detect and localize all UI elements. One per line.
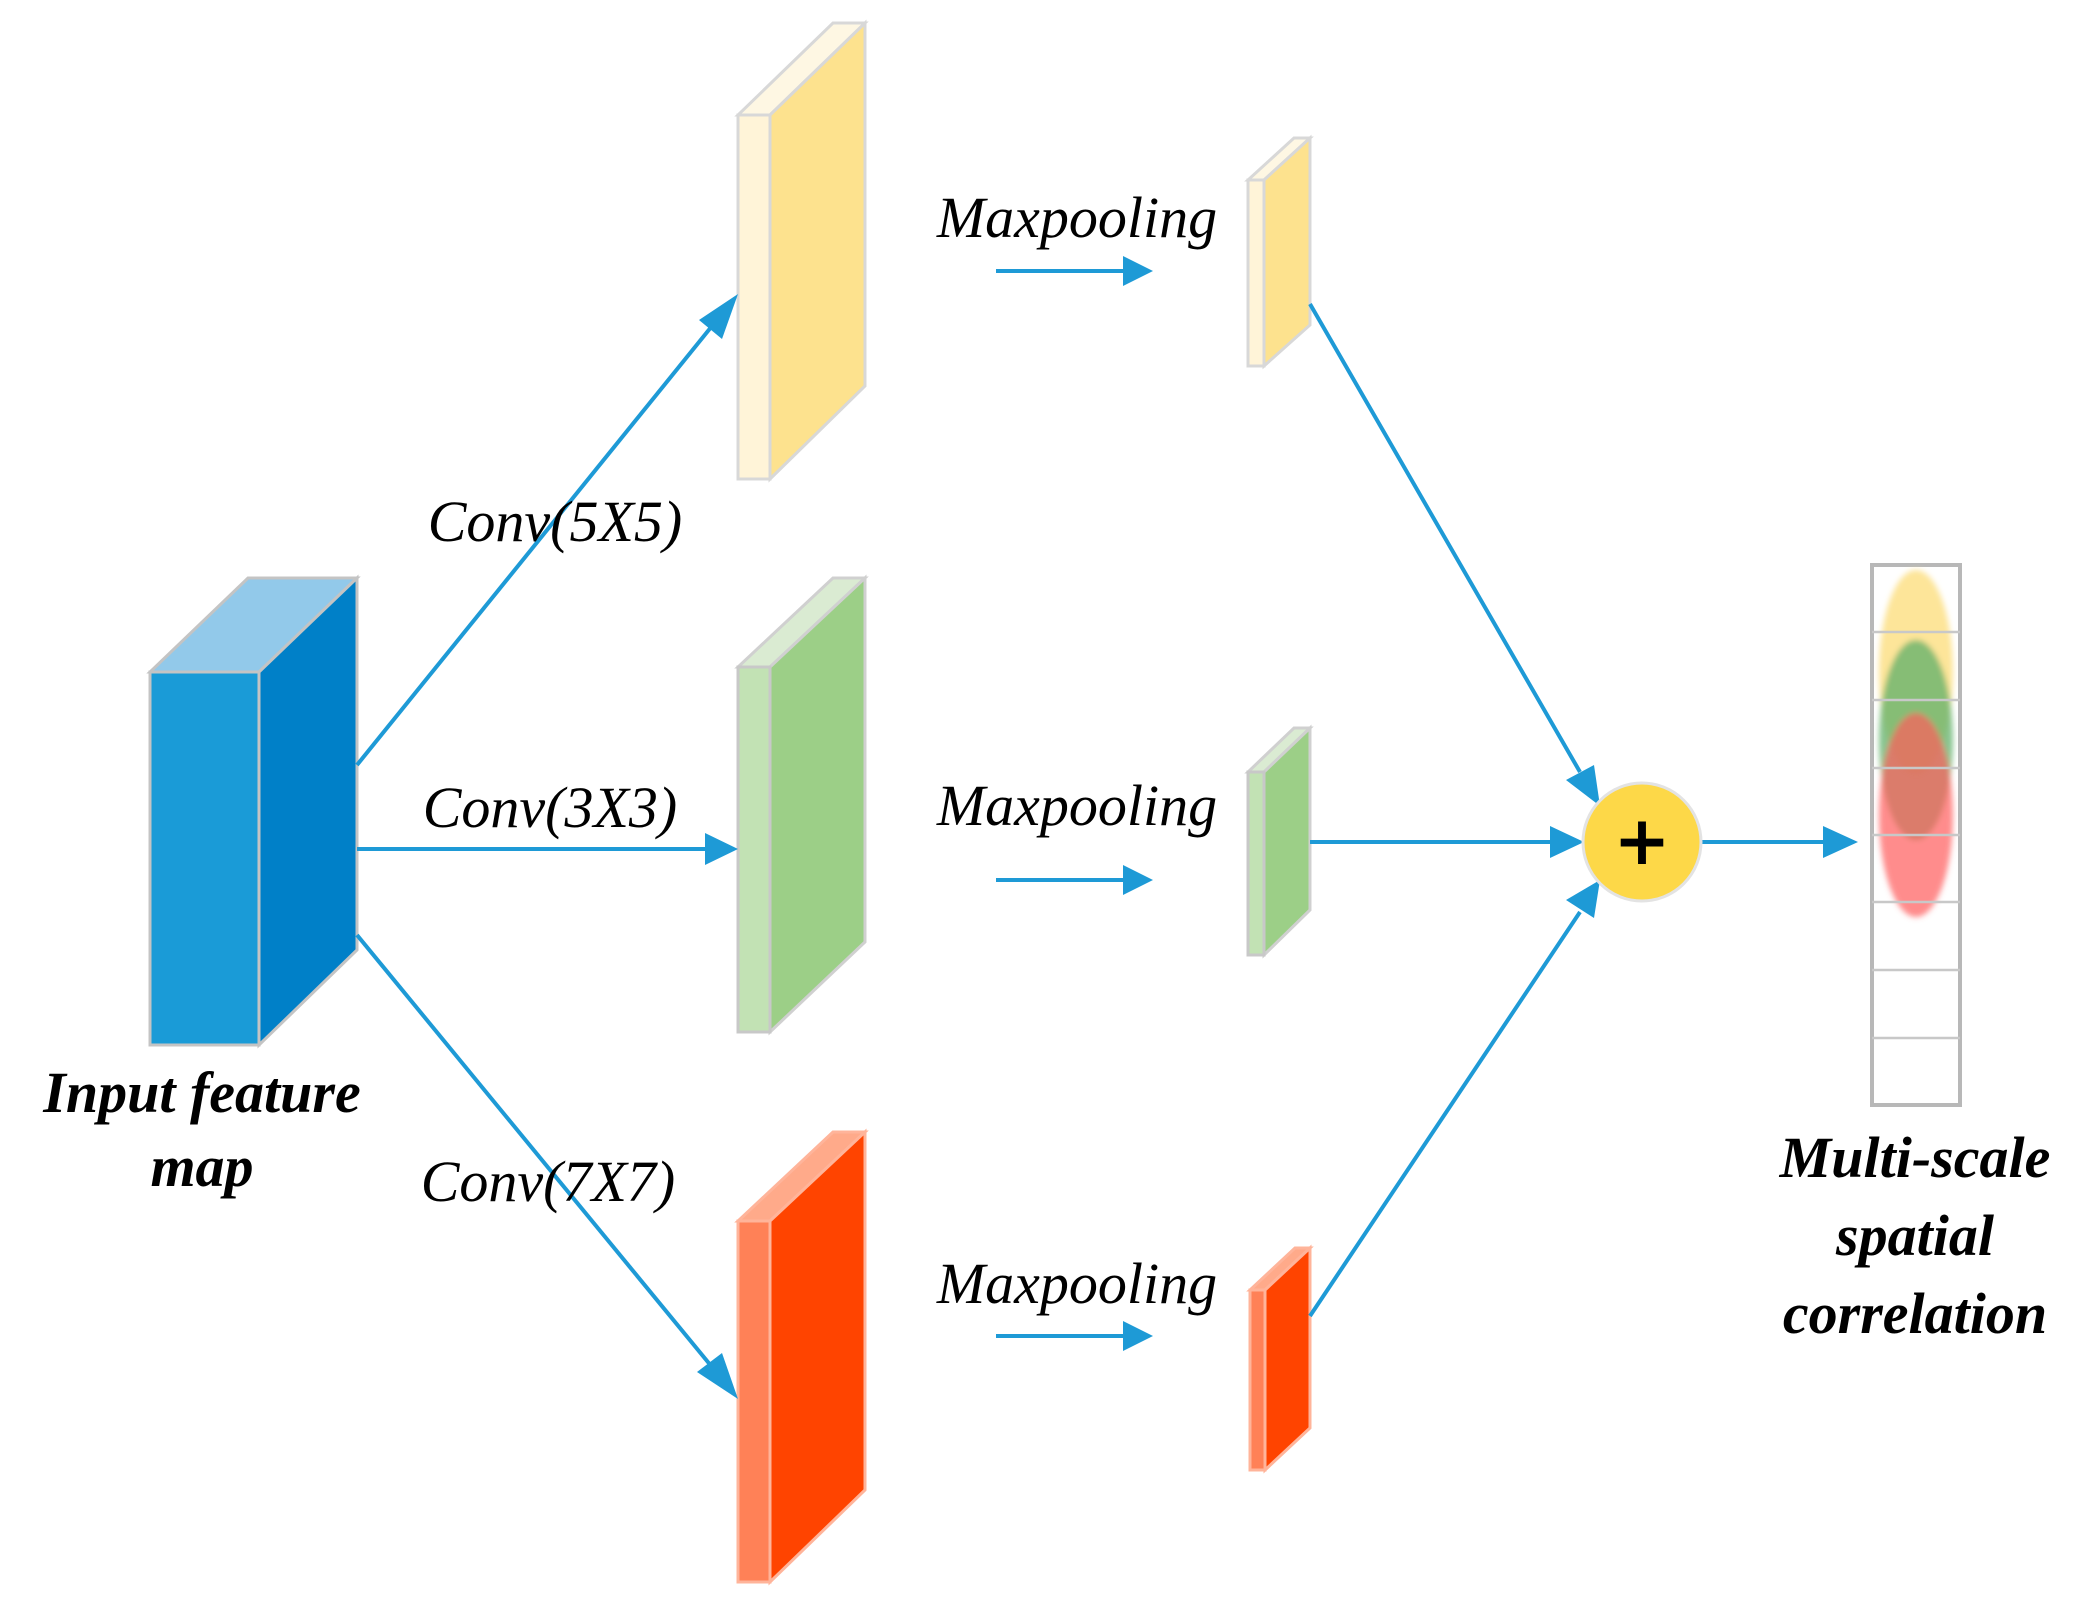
pooled-green-block	[1244, 724, 1314, 959]
maxpool-label-middle: Maxpooling	[936, 773, 1217, 838]
conv7x7-feature-block	[734, 1128, 869, 1586]
input-block-front	[148, 670, 261, 1047]
conv3x3-feature-block	[734, 574, 869, 1036]
arrow-input-to-conv7x7	[355, 933, 738, 1399]
output-label-line2: spatial	[1835, 1203, 1995, 1268]
sum-circle	[1581, 781, 1703, 903]
conv7x7-label: Conv(7X7)	[421, 1149, 676, 1214]
pooled-yellow-front	[1246, 178, 1266, 368]
pooled-yellow-side	[1262, 134, 1312, 370]
arrow-maxpool-yellow	[996, 256, 1153, 286]
arrow-maxpool-red	[996, 1321, 1153, 1351]
arrow-sum-to-output	[1701, 826, 1858, 858]
arrow-input-to-conv5x5	[355, 294, 738, 767]
input-label-line2: map	[150, 1134, 253, 1199]
arrow-input-to-conv3x3	[357, 833, 738, 865]
output-oval-red	[1879, 713, 1953, 917]
conv5x5-feature-block	[734, 19, 869, 483]
arrow-pooled-green-to-sum	[1310, 826, 1584, 858]
conv3x3-block-front	[736, 665, 772, 1034]
input-label-line1: Input feature	[42, 1060, 360, 1125]
input-feature-map-block	[146, 574, 361, 1049]
maxpool-label-bottom: Maxpooling	[936, 1251, 1217, 1316]
maxpool-label-top: Maxpooling	[936, 185, 1217, 250]
conv3x3-label: Conv(3X3)	[423, 775, 678, 840]
arrow-pooled-red-to-sum	[1308, 880, 1600, 1318]
pooled-red-front	[1248, 1288, 1267, 1472]
sum-node: +	[1581, 781, 1703, 903]
output-vector-cells	[1872, 630, 1960, 1040]
output-ovals	[1879, 570, 1953, 917]
output-vector	[1870, 563, 1962, 1107]
arrow-maxpool-green	[996, 865, 1153, 895]
conv7x7-block-front	[736, 1219, 772, 1584]
plus-icon: +	[1614, 802, 1671, 881]
pooled-red-block	[1246, 1244, 1314, 1474]
output-label-line1: Multi-scale	[1779, 1125, 2051, 1190]
arrow-pooled-yellow-to-sum	[1308, 303, 1600, 806]
conv5x5-block-front	[736, 113, 772, 481]
conv5x5-label: Conv(5X5)	[428, 489, 683, 554]
pooled-yellow-block	[1244, 134, 1314, 370]
pooled-green-front	[1246, 770, 1266, 957]
output-label-line3: correlation	[1783, 1281, 2047, 1346]
